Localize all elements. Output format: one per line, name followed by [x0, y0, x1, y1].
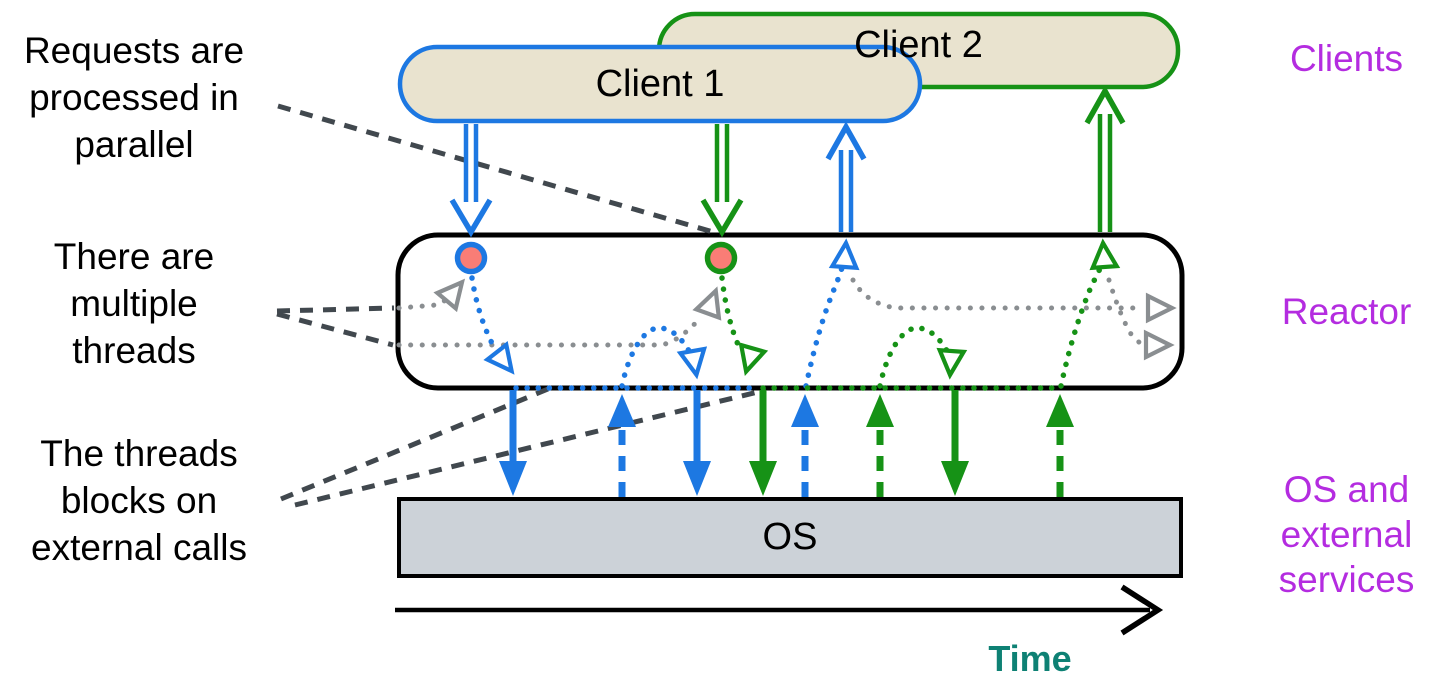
annotation-line-blocking-2 — [294, 387, 767, 508]
side-label-os-services: OS and external services — [1278, 469, 1415, 600]
time-axis-arrow — [395, 584, 1164, 636]
os-response-arrow-blue-1 — [608, 394, 636, 497]
thread1-entry-path — [396, 278, 466, 313]
request2-entry-marker — [704, 241, 738, 275]
annotation-blocking: The threads blocks on external calls — [31, 433, 247, 568]
client1-response-arrow — [825, 121, 867, 232]
client2-response-arrow — [1084, 85, 1126, 232]
thread2-exit-path — [1106, 277, 1175, 361]
thread2-entry-path — [396, 286, 722, 348]
blocking-call-arrow-green-1 — [749, 390, 777, 496]
annotation-line-threads-2 — [276, 311, 394, 348]
time-axis-label: Time — [988, 638, 1072, 679]
request2-processing-path — [719, 238, 1121, 391]
client1-label: Client 1 — [595, 63, 725, 105]
os-box — [397, 497, 1183, 578]
annotation-threads: There are multiple threads — [53, 236, 215, 371]
annotation-line-threads-1 — [276, 305, 395, 314]
side-label-reactor: Reactor — [1281, 291, 1412, 332]
annotation-line-blocking-1 — [280, 386, 549, 502]
side-label-clients: Clients — [1289, 38, 1404, 79]
os-response-arrow-green-1 — [866, 394, 894, 497]
client1-box — [397, 44, 923, 124]
annotation-line-parallel — [277, 103, 721, 237]
os-response-arrow-blue-2 — [791, 394, 819, 497]
request1-entry-marker — [454, 241, 488, 275]
blocking-call-arrow-green-2 — [941, 390, 969, 496]
thread1-exit-path — [850, 277, 1177, 324]
annotation-parallel: Requests are processed in parallel — [23, 30, 245, 165]
os-response-arrow-green-2 — [1046, 394, 1074, 497]
client2-request-arrow — [700, 124, 744, 238]
client2-label: Client 2 — [854, 23, 983, 66]
blocking-call-arrow-blue-1 — [499, 390, 527, 496]
request1-processing-path — [469, 238, 860, 391]
os-label: OS — [762, 516, 818, 558]
blocking-call-arrow-blue-2 — [683, 390, 711, 496]
reactor-box — [395, 232, 1185, 391]
client1-request-arrow — [449, 124, 493, 238]
